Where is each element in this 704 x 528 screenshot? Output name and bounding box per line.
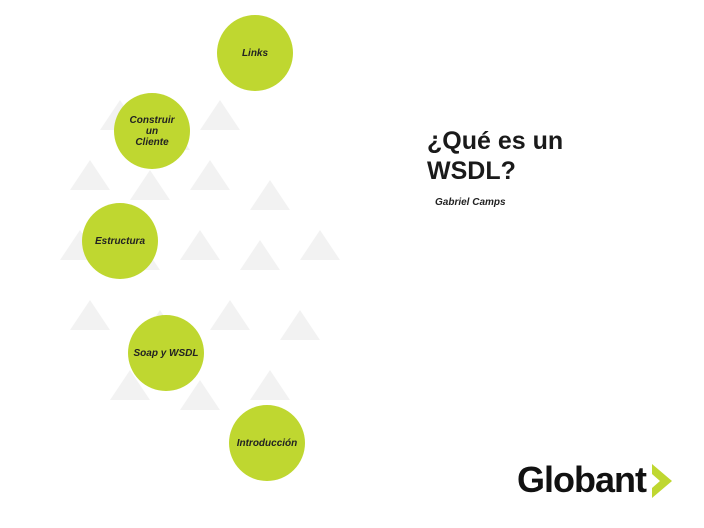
chevron-right-icon bbox=[651, 464, 672, 498]
author-name: Gabriel Camps bbox=[435, 197, 506, 208]
nav-bubble-construir-cliente[interactable]: Construir un Cliente bbox=[114, 93, 190, 169]
globant-logo: Globant bbox=[517, 460, 672, 500]
logo-wordmark: Globant bbox=[517, 459, 647, 500]
slide-title: ¿Qué es un WSDL? bbox=[427, 127, 564, 185]
nav-bubble-links[interactable]: Links bbox=[217, 15, 293, 91]
nav-bubble-introduccion[interactable]: Introducción bbox=[229, 405, 305, 481]
nav-bubble-estructura[interactable]: Estructura bbox=[82, 203, 158, 279]
nav-bubble-soap-wsdl[interactable]: Soap y WSDL bbox=[128, 315, 204, 391]
